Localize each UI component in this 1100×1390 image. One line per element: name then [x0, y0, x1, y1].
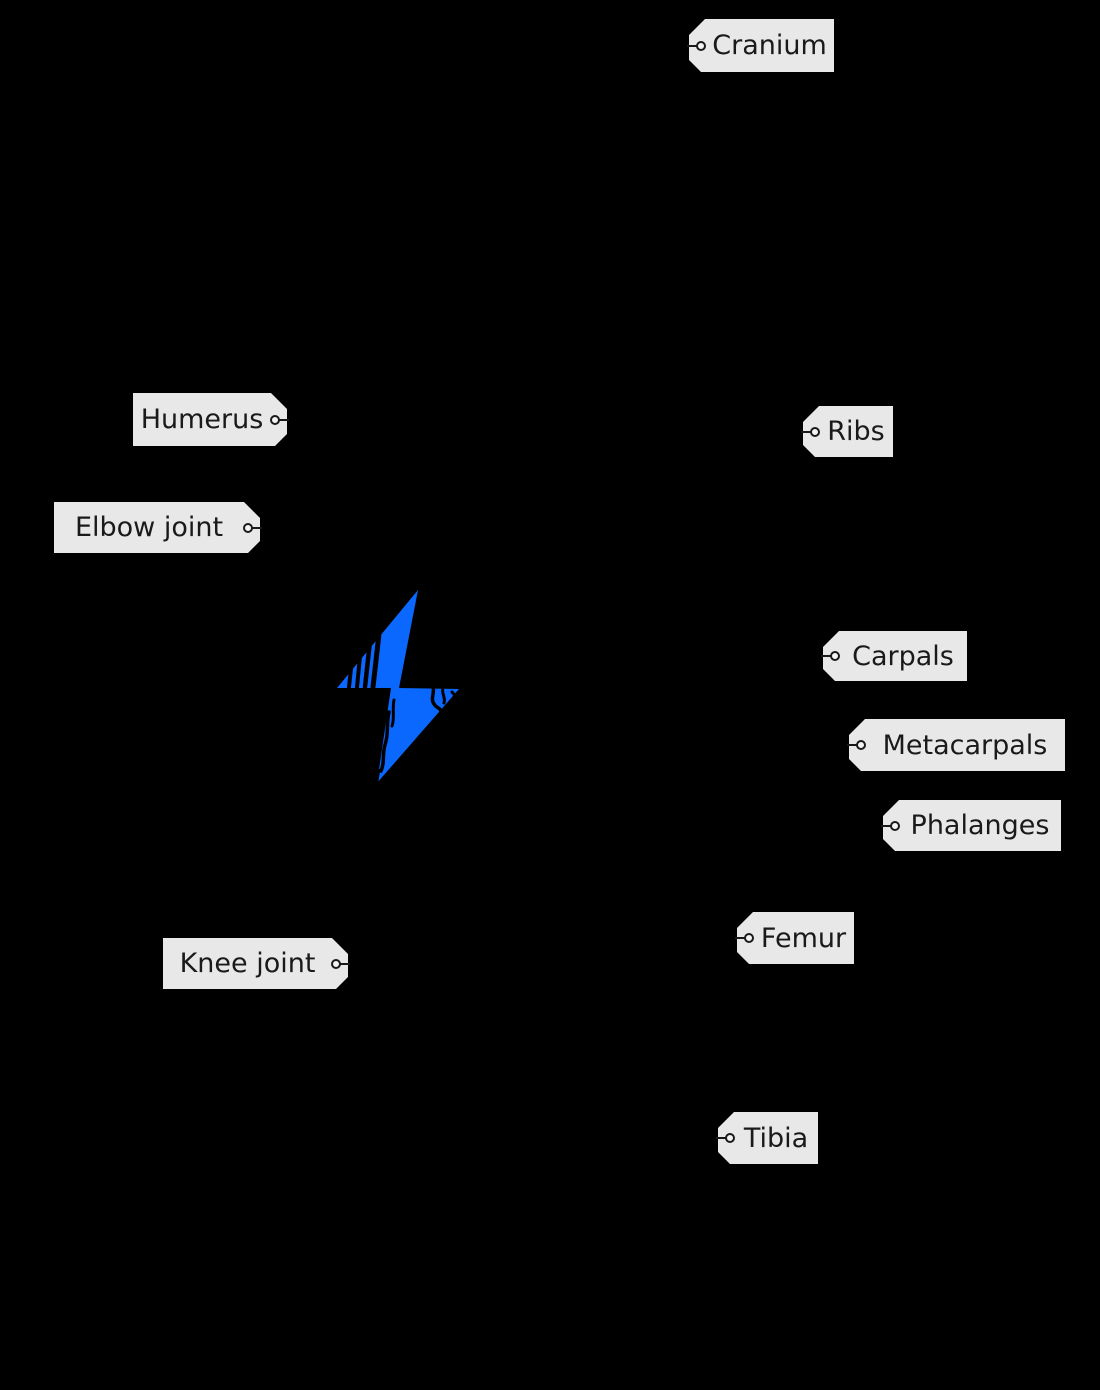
tag-cranium: Cranium	[689, 19, 834, 72]
tag-humerus: Humerus	[133, 393, 287, 446]
tag-label: Knee joint	[179, 948, 316, 979]
tag-eyelet-icon	[830, 651, 840, 661]
tag-background	[689, 19, 834, 72]
tag-elbow-joint: Elbow joint	[54, 502, 260, 553]
tag-label: Metacarpals	[882, 729, 1048, 761]
tag-background	[883, 800, 1061, 851]
tag-eyelet-icon	[725, 1133, 735, 1143]
tag-label: Femur	[760, 922, 847, 954]
tag-label: Ribs	[827, 416, 885, 447]
tag-label: Cranium	[712, 30, 827, 61]
lightning-bolt-shape	[337, 590, 459, 783]
tag-femur: Femur	[737, 912, 854, 964]
tag-background	[849, 719, 1065, 771]
tag-background	[737, 912, 854, 964]
tag-eyelet-icon	[744, 933, 754, 943]
tag-eyelet-icon	[331, 958, 341, 969]
tag-eyelet-icon	[810, 426, 820, 437]
tag-background	[54, 502, 260, 553]
tag-eyelet-icon	[856, 740, 866, 750]
tag-tibia: Tibia	[718, 1112, 818, 1164]
tag-carpals: Carpals	[823, 631, 967, 681]
tag-label: Carpals	[852, 640, 954, 672]
tag-label: Humerus	[140, 404, 264, 435]
tag-eyelet-icon	[243, 522, 253, 533]
tag-background	[163, 938, 348, 989]
tag-phalanges: Phalanges	[883, 800, 1061, 851]
tag-metacarpals: Metacarpals	[849, 719, 1065, 771]
tag-label: Elbow joint	[74, 512, 224, 543]
tag-background	[133, 393, 287, 446]
tag-eyelet-icon	[696, 40, 706, 51]
tag-label: Phalanges	[910, 810, 1050, 841]
tag-background	[823, 631, 967, 681]
bolt-overlay-strokes	[347, 613, 460, 784]
lightning-bolt-icon	[337, 590, 460, 784]
tag-label: Tibia	[743, 1122, 809, 1154]
tag-ribs: Ribs	[803, 406, 893, 457]
tag-eyelet-icon	[270, 414, 280, 425]
tag-knee-joint: Knee joint	[163, 938, 348, 989]
tag-eyelet-icon	[890, 820, 900, 831]
